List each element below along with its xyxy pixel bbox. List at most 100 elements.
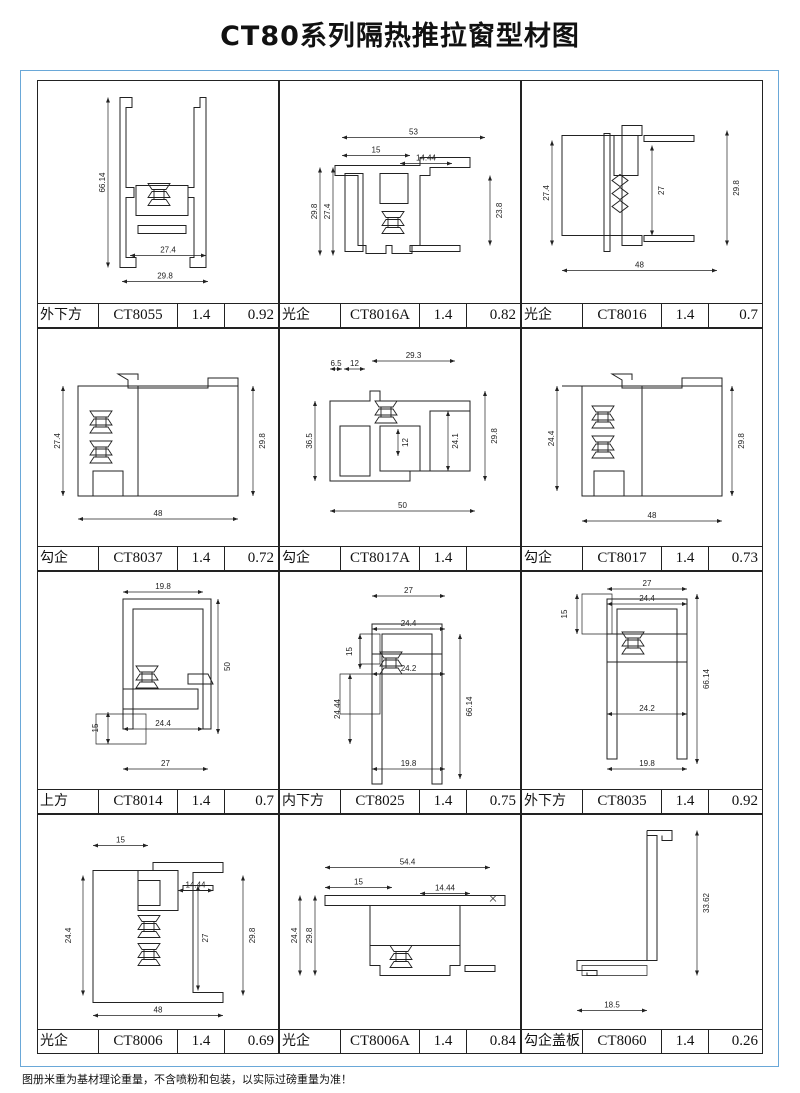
profile-weight: 0.7 <box>255 793 274 809</box>
dimension-label: 6.5 <box>330 359 342 368</box>
profile-drawing: 66.14 27.4 29.8 <box>38 81 278 305</box>
dimension-label: 29.8 <box>258 433 267 449</box>
dimension-label: 29.8 <box>157 272 173 281</box>
profile-thickness: 1.4 <box>419 304 467 327</box>
footnote: 图册米重为基材理论重量，不含喷粉和包装，以实际过磅重量为准！ <box>22 1073 352 1086</box>
profile-thickness: 1.4 <box>177 790 225 813</box>
profile-name: 光企 <box>282 307 310 323</box>
dimension-label: 24.4 <box>639 594 655 603</box>
page-title: CT80系列隔热推拉窗型材图 <box>220 21 580 52</box>
profile-code: CT8014 <box>98 790 177 813</box>
dimension-label: 36.5 <box>305 433 314 449</box>
dimension-label: 24.4 <box>401 619 417 628</box>
profile-code: CT8016 <box>582 304 661 327</box>
profile-code: CT8025 <box>340 790 419 813</box>
dimension-label: 27 <box>201 933 210 942</box>
dimension-label: 54.4 <box>400 858 416 867</box>
dimension-label: 29.8 <box>248 927 257 943</box>
dimension-label: 15 <box>116 836 125 845</box>
dimension-label: 66.14 <box>98 172 107 193</box>
profile-name: 勾企 <box>40 550 68 566</box>
dimension-label: 24.1 <box>451 433 460 449</box>
profile-thickness: 1.4 <box>177 547 225 570</box>
profile-name: 勾企 <box>524 550 552 566</box>
dimension-label: 48 <box>154 509 163 518</box>
dimension-label: 53 <box>409 128 418 137</box>
dimension-label: 19.8 <box>155 582 171 591</box>
dimension-label: 19.8 <box>401 759 417 768</box>
profile-weight: 0.75 <box>489 793 516 809</box>
dimension-label: 12 <box>350 359 359 368</box>
dimension-label: 27.4 <box>53 433 62 449</box>
profile-weight <box>467 547 520 570</box>
dimension-label: 15 <box>345 647 354 656</box>
dimension-label: 27 <box>404 586 413 595</box>
profile-thickness: 1.4 <box>419 547 467 570</box>
dimension-label: 24.4 <box>155 719 171 728</box>
profile-name: 光企 <box>282 1033 310 1049</box>
dimension-label: 19.8 <box>639 759 655 768</box>
profile-weight: 0.84 <box>489 1033 516 1049</box>
dimension-label: 15 <box>354 878 363 887</box>
profile-thickness: 1.4 <box>661 790 709 813</box>
dimension-label: 15 <box>91 723 100 732</box>
dimension-label: 29.8 <box>310 203 319 219</box>
profile-weight: 0.26 <box>731 1033 758 1049</box>
profile-thickness: 1.4 <box>419 1030 467 1053</box>
profile-code: CT8060 <box>582 1030 661 1053</box>
dimension-label: 48 <box>635 261 644 270</box>
dimension-label: 27 <box>161 759 170 768</box>
dimension-label: 27.4 <box>542 185 551 201</box>
profile-thickness: 1.4 <box>419 790 467 813</box>
profile-drawing: 27.4 29.8 48 <box>38 329 278 548</box>
profile-code: CT8017 <box>582 547 661 570</box>
dimension-label: 15 <box>372 146 381 155</box>
profile-weight: 0.82 <box>489 307 516 323</box>
dimension-label: 14.44 <box>416 154 437 163</box>
profile-name: 勾企盖板 <box>524 1033 580 1049</box>
profile-name: 上方 <box>40 793 68 809</box>
dimension-label: 12 <box>401 438 410 447</box>
profile-code: CT8055 <box>98 304 177 327</box>
dimension-label: 27.4 <box>160 246 176 255</box>
profile-name: 内下方 <box>282 793 324 809</box>
profile-code: CT8006 <box>98 1030 177 1053</box>
profile-weight: 0.7 <box>739 307 758 323</box>
dimension-label: 24.2 <box>401 664 417 673</box>
profile-name: 光企 <box>524 307 552 323</box>
profile-weight: 0.72 <box>247 550 274 566</box>
dimension-label: 24.4 <box>290 927 299 943</box>
dimension-label: 29.3 <box>406 351 422 360</box>
profile-code: CT8037 <box>98 547 177 570</box>
dimension-label: 18.5 <box>604 1001 620 1010</box>
dimension-label: 29.8 <box>732 180 741 196</box>
profile-name: 光企 <box>40 1033 68 1049</box>
